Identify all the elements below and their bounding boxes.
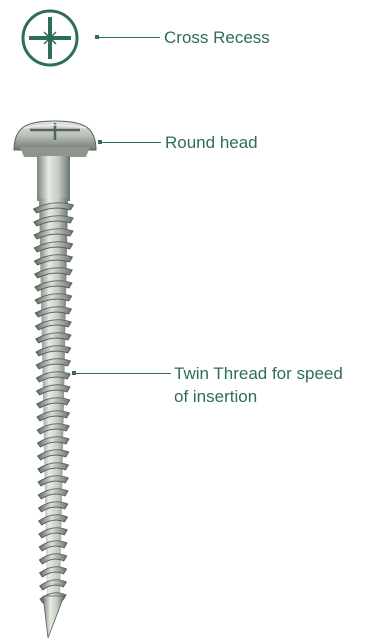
twin-thread-leader-line <box>75 373 171 374</box>
twin-thread-label-line1: Twin Thread for speed <box>174 363 343 384</box>
round-head-leader-line <box>101 142 161 143</box>
cross-recess-label: Cross Recess <box>164 27 270 48</box>
round-head-label: Round head <box>165 132 258 153</box>
twin-thread-label-line2: of insertion <box>174 386 257 407</box>
cross-recess-symbol-icon <box>23 11 77 65</box>
cross-recess-leader-line <box>98 37 160 38</box>
screw-tip <box>43 596 64 638</box>
screw-neck <box>37 156 70 201</box>
screw-head <box>14 121 96 157</box>
